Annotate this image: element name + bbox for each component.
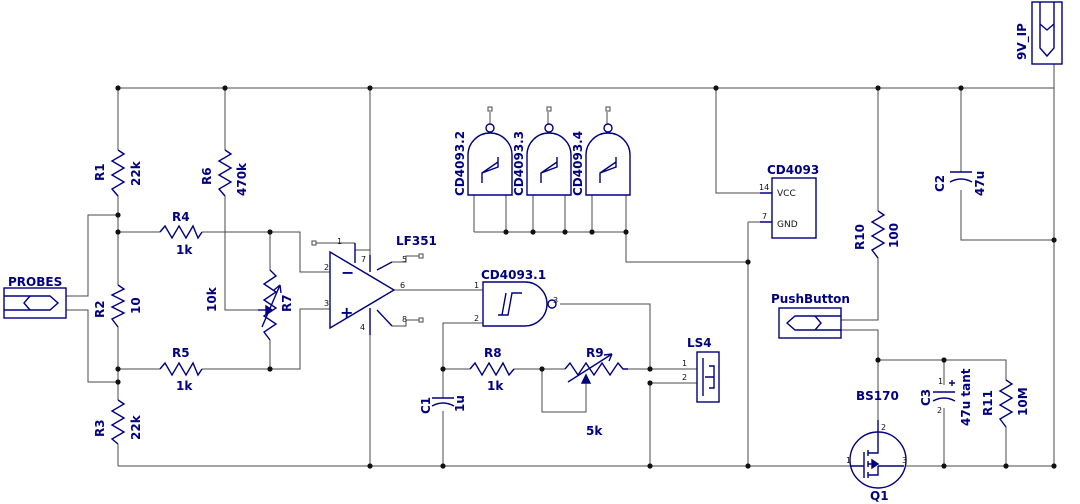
svg-text:4: 4 — [360, 323, 365, 332]
resistor-r8[interactable]: R8 1k — [469, 346, 515, 393]
r1-ref: R1 — [93, 163, 107, 181]
capacitor-c2[interactable]: C2 47u — [933, 171, 987, 196]
gate-1-label: CD4093.1 — [481, 268, 546, 282]
speaker-ls4[interactable]: LS4 1 2 — [682, 336, 720, 403]
ic-power-label: CD4093 — [767, 163, 819, 177]
r9-ref: R9 — [586, 346, 604, 360]
junctions — [115, 85, 1057, 469]
nand-gate-cd4093-2[interactable]: CD4093.2 — [453, 106, 513, 196]
capacitor-c1[interactable]: C1 1u — [419, 395, 467, 414]
r1-value: 22k — [129, 160, 143, 186]
c3-value: 47u tant — [959, 368, 973, 426]
svg-text:14: 14 — [759, 183, 769, 192]
c2-ref: C2 — [933, 175, 947, 192]
r3-value: 22k — [129, 414, 143, 440]
svg-text:3: 3 — [553, 296, 558, 305]
gate-2-label: CD4093.2 — [453, 131, 467, 196]
svg-text:1: 1 — [938, 377, 943, 386]
c3-ref: C3 — [919, 389, 933, 406]
battery-label: 9V_IP — [1015, 23, 1030, 60]
battery-connector-9v[interactable]: 9V_IP — [1015, 1, 1063, 65]
resistor-r4[interactable]: R4 1k — [159, 210, 203, 257]
ic-cd4093-power[interactable]: CD4093 VCC GND 14 7 — [759, 163, 819, 239]
opamp-lf351[interactable]: − + LF351 1 2 3 4 5 6 7 8 — [311, 234, 437, 335]
r11-value: 10M — [1016, 387, 1030, 416]
resistor-r5[interactable]: R5 1k — [159, 346, 203, 393]
r9-value: 5k — [586, 424, 603, 438]
mosfet-q1[interactable]: BS170 Q1 1 2 3 — [846, 389, 907, 503]
nand-gate-cd4093-3[interactable]: CD4093.3 — [512, 106, 572, 196]
resistor-r3[interactable]: R3 22k — [93, 399, 143, 445]
svg-text:1: 1 — [682, 359, 687, 368]
svg-text:VCC: VCC — [777, 189, 796, 199]
nand-gate-cd4093-1[interactable]: CD4093.1 1 2 3 — [474, 268, 558, 327]
r2-value: 10 — [129, 297, 143, 314]
svg-text:7: 7 — [361, 255, 366, 264]
svg-text:2: 2 — [682, 373, 687, 382]
svg-text:5: 5 — [402, 255, 407, 264]
probes-connector[interactable]: PROBES — [3, 275, 67, 319]
svg-text:GND: GND — [777, 220, 798, 230]
r10-ref: R10 — [853, 224, 867, 250]
r6-ref: R6 — [200, 167, 214, 185]
svg-text:1: 1 — [337, 237, 342, 246]
r4-ref: R4 — [172, 210, 190, 224]
resistor-r2[interactable]: R2 10 — [93, 284, 143, 328]
r6-value: 470k — [235, 162, 249, 196]
gate-4-label: CD4093.4 — [571, 131, 585, 196]
probes-label: PROBES — [8, 275, 62, 289]
svg-text:2: 2 — [881, 423, 886, 432]
capacitor-c3[interactable]: C3 47u tant 1 2 — [919, 368, 973, 426]
potentiometer-r7[interactable]: 10k R7 — [205, 269, 294, 341]
svg-text:3: 3 — [902, 456, 907, 465]
opamp-label: LF351 — [396, 234, 437, 248]
r4-value: 1k — [176, 243, 193, 257]
svg-text:8: 8 — [402, 315, 407, 324]
r2-ref: R2 — [93, 300, 107, 318]
q1-part: BS170 — [856, 389, 899, 403]
svg-text:7: 7 — [762, 212, 767, 221]
svg-text:1: 1 — [474, 281, 479, 290]
c1-value: 1u — [453, 395, 467, 412]
ls4-label: LS4 — [687, 336, 712, 350]
r5-value: 1k — [176, 379, 193, 393]
c1-ref: C1 — [419, 397, 433, 414]
wires — [66, 64, 1055, 467]
svg-text:6: 6 — [400, 281, 405, 290]
resistor-r10[interactable]: R10 100 — [853, 210, 901, 259]
r8-ref: R8 — [484, 346, 502, 360]
svg-text:2: 2 — [474, 314, 479, 323]
r7-ref: R7 — [280, 294, 294, 312]
q1-ref: Q1 — [870, 489, 889, 503]
r7-value: 10k — [205, 286, 219, 312]
nand-gate-cd4093-4[interactable]: CD4093.4 — [571, 106, 631, 196]
resistor-r6[interactable]: R6 470k — [200, 149, 249, 197]
r5-ref: R5 — [172, 346, 190, 360]
r3-ref: R3 — [93, 419, 107, 437]
gate-3-label: CD4093.3 — [512, 131, 526, 196]
c2-value: 47u — [973, 171, 987, 196]
svg-text:2: 2 — [324, 263, 329, 272]
svg-text:+: + — [340, 303, 353, 322]
svg-text:−: − — [341, 263, 354, 282]
potentiometer-r9[interactable]: R9 5k — [564, 346, 628, 438]
r11-ref: R11 — [981, 390, 995, 416]
resistor-r1[interactable]: R1 22k — [93, 149, 143, 197]
svg-text:3: 3 — [324, 299, 329, 308]
svg-text:1: 1 — [846, 456, 851, 465]
pushbutton-label: PushButton — [771, 292, 850, 306]
svg-text:2: 2 — [937, 406, 942, 415]
resistor-r11[interactable]: R11 10M — [981, 379, 1030, 428]
pushbutton-switch[interactable]: PushButton — [771, 292, 850, 339]
r8-value: 1k — [487, 379, 504, 393]
r10-value: 100 — [887, 223, 901, 248]
